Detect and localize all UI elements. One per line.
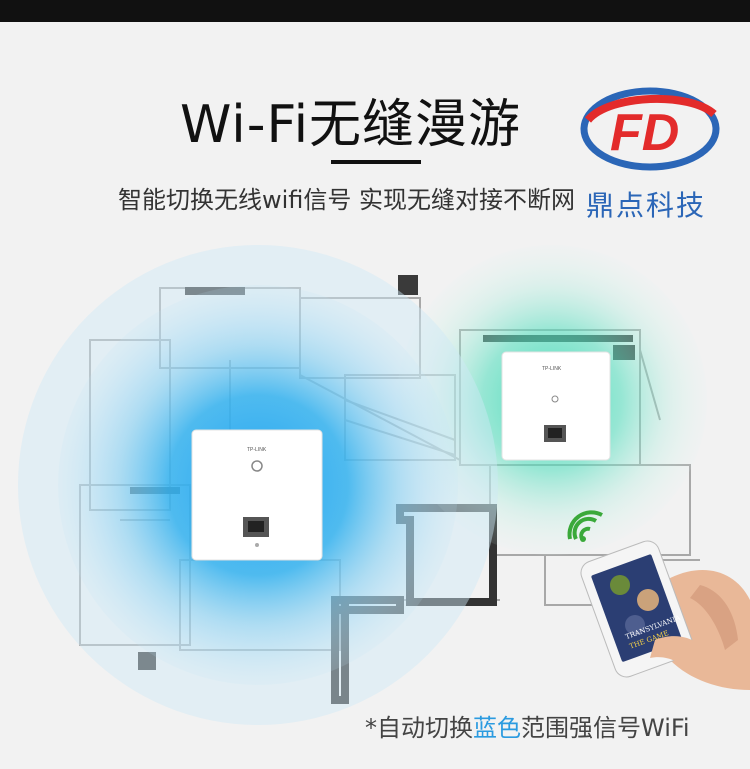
- right-ap-brand: TP-LINK: [542, 366, 562, 372]
- hand-with-phone: [580, 540, 750, 690]
- caption-suffix: 范围强信号WiFi: [521, 714, 690, 742]
- logo-letters: FD: [610, 104, 679, 162]
- title-underline: [331, 160, 421, 164]
- top-black-bar: [0, 0, 750, 22]
- wifi-icon: [567, 510, 603, 542]
- right-wall-ap: [501, 351, 611, 461]
- page-title: Wi-Fi无缝漫游: [180, 95, 522, 155]
- page-subtitle: 智能切换无线wifi信号 实现无缝对接不断网: [118, 186, 576, 214]
- brand-name: 鼎点科技: [586, 189, 707, 222]
- caption-highlight: 蓝色: [473, 714, 521, 742]
- bottom-caption: *自动切换蓝色范围强信号WiFi: [365, 708, 690, 743]
- left-wall-ap: [191, 429, 323, 561]
- left-ap-brand: TP-LINK: [247, 447, 267, 453]
- brand-logo: FD: [580, 87, 720, 171]
- caption-prefix: *自动切换: [365, 714, 473, 742]
